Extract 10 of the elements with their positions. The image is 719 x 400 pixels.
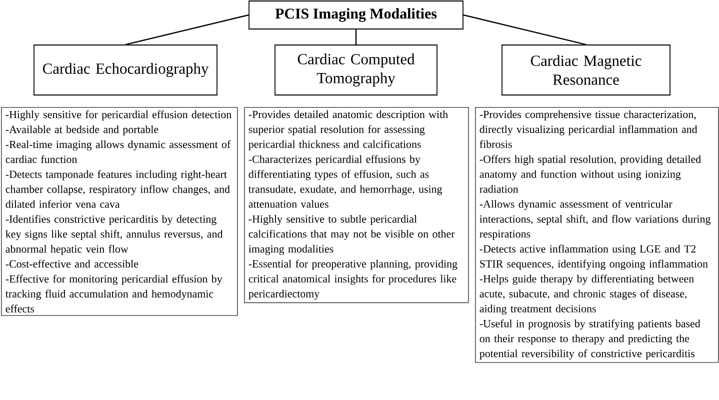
title-box: PCIS Imaging Modalities: [248, 0, 464, 30]
description-box: -Highly sensitive for pericardial effusion detection -Available at bedside and portable -Real-time imaging allows dynamic assessment of cardiac function -Detects tamponade features including right-heart chamber collapse, respiratory inflow changes, and dilated inferior vena cava -Identifies constrictive pericarditis by detecting key signs like septal shift, annulus reversus, and abnormal hepatic vein flow -Cost-effective and accessible -Effective for monitoring pericardial effusion by tracking fluid accumulation and hemodynamic effects: [1, 107, 238, 316]
modality-box: Cardiac Computed Tomography: [274, 44, 438, 96]
connector-line: [463, 14, 586, 46]
modality-box: Cardiac Echocardiography: [34, 44, 218, 96]
connector-line: [355, 29, 357, 45]
connector-line: [125, 14, 249, 46]
modality-box: Cardiac Magnetic Resonance: [502, 44, 670, 96]
description-box: -Provides comprehensive tissue characterization, directly visualizing pericardial inflammation and fibrosis -Offers high spatial resolution, providing detailed anatomy and function without using ionizing radiation -Allows dynamic assessment of ventricular interactions, septal shift, and flow variations during respirations -Detects active inflammation using LGE and T2 STIR sequences, identifying ongoing inflammation -Helps guide therapy by differentiating between acute, subacute, and chronic stages of disease, aiding treatment decisions -Useful in prognosis by stratifying patients based on their response to therapy and predicting the potential reversibility of constrictive pericarditis: [475, 107, 719, 363]
description-box: -Provides detailed anatomic description with superior spatial resolution for assessing pericardial thickness and calcifications -Characterizes pericardial effusions by differentiating types of effusion, such as transudate, exudate, and hemorrhage, using attenuation values -Highly sensitive to subtle pericardial calcifications that may not be visible on other imaging modalities -Essential for preoperative planning, providing critical anatomical insights for procedures like pericardiectomy: [244, 107, 469, 304]
